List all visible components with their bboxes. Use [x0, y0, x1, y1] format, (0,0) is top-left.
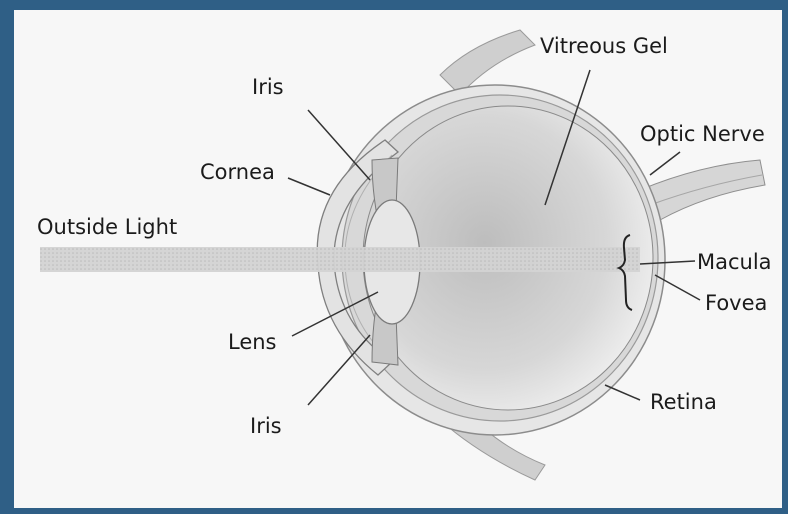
label-vitreous-gel: Vitreous Gel [540, 34, 668, 58]
label-macula: Macula [697, 250, 772, 274]
label-iris-top: Iris [252, 75, 284, 99]
label-outside-light: Outside Light [37, 215, 177, 239]
leader-iris-bottom [308, 335, 370, 405]
label-iris-bottom: Iris [250, 414, 282, 438]
leader-optic [650, 152, 680, 175]
label-cornea: Cornea [200, 160, 275, 184]
label-retina: Retina [650, 390, 717, 414]
label-lens: Lens [228, 330, 277, 354]
leader-retina [605, 385, 640, 400]
light-beam [40, 247, 640, 272]
leader-cornea [288, 178, 330, 195]
label-optic-nerve: Optic Nerve [640, 122, 765, 146]
label-fovea: Fovea [705, 291, 767, 315]
leader-iris-top [308, 110, 370, 180]
